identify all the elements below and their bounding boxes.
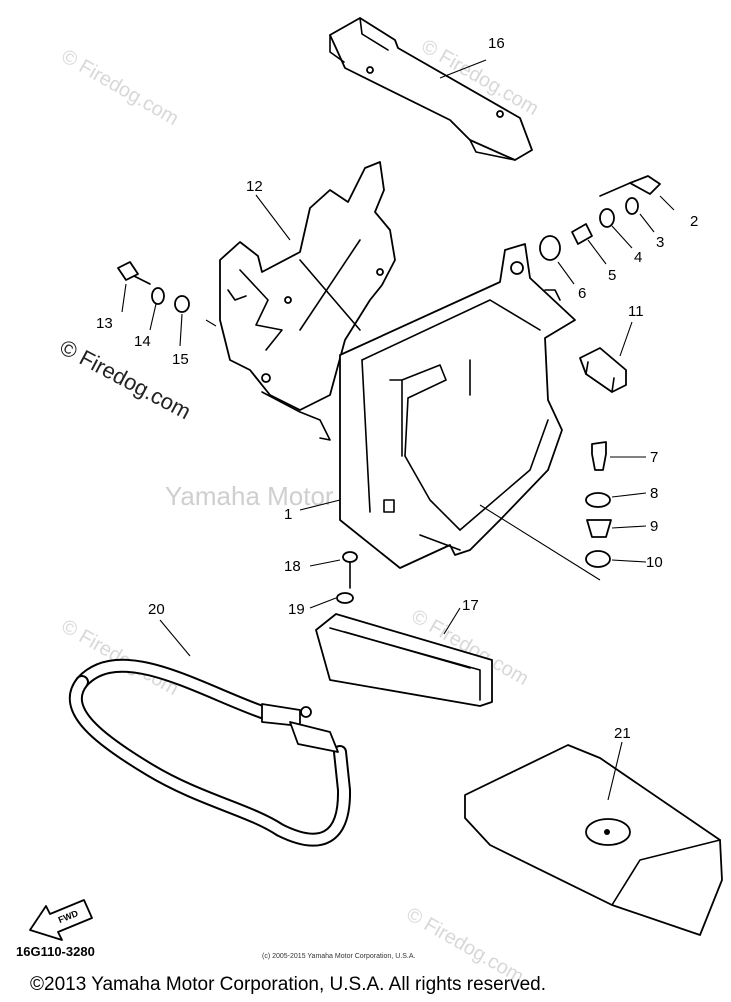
part-label-14: 14: [134, 333, 151, 350]
part-1-battery-box: [339, 243, 576, 569]
part-label-21: 21: [614, 725, 631, 742]
parts-18-19-hardware: [336, 551, 358, 604]
copyright-notice: ©2013 Yamaha Motor Corporation, U.S.A. A…: [30, 974, 546, 995]
part-label-1: 1: [284, 506, 292, 523]
part-label-10: 10: [646, 554, 663, 571]
part-label-9: 9: [650, 518, 658, 535]
part-6-grommet: [539, 235, 561, 261]
part-10-grommet: [585, 550, 611, 568]
part-label-13: 13: [96, 315, 113, 332]
part-21-cover: [464, 744, 723, 936]
small-copyright: (c) 2005-2015 Yamaha Motor Corporation, …: [262, 953, 415, 960]
part-3-washer: [625, 197, 639, 215]
watermark-firedog: © Firedog.com: [58, 45, 183, 130]
part-20-cable: [68, 658, 352, 847]
diagram-code: 16G110-3280: [16, 944, 95, 959]
part-label-15: 15: [172, 351, 189, 368]
part-label-5: 5: [608, 267, 616, 284]
part-label-2: 2: [690, 213, 698, 230]
leader-lines: [121, 59, 675, 801]
part-label-19: 19: [288, 601, 305, 618]
part-label-20: 20: [148, 601, 165, 618]
part-label-18: 18: [284, 558, 301, 575]
part-15-washer: [174, 295, 190, 313]
part-labels: 16 12 2 3 4 5 6 11 13 14 15 7 8 9 10 1 1…: [96, 35, 698, 742]
part-label-4: 4: [634, 249, 642, 266]
part-4-washer: [599, 208, 615, 228]
part-8-washer: [585, 492, 611, 508]
part-label-12: 12: [246, 178, 263, 195]
part-18-screw: [342, 551, 358, 563]
part-label-11: 11: [628, 303, 644, 320]
part-label-16: 16: [488, 35, 505, 52]
part-label-7: 7: [650, 449, 658, 466]
part-9-collar: [586, 519, 612, 538]
part-7-bolt: [591, 441, 607, 471]
part-label-17: 17: [462, 597, 479, 614]
part-label-8: 8: [650, 485, 658, 502]
part-2-bolt: [629, 175, 661, 195]
part-19-washer: [336, 592, 354, 604]
part-14-washer: [151, 287, 165, 305]
part-label-3: 3: [656, 234, 664, 251]
part-11-clip: [579, 347, 627, 393]
fwd-arrow: FWD: [29, 899, 93, 941]
part-17-tray: [315, 613, 493, 707]
part-13-bolt: [117, 261, 139, 281]
part-label-6: 6: [578, 285, 586, 302]
parts-7-10-hardware: [585, 441, 612, 568]
watermark-firedog-prominent: © Firedog.com: [56, 334, 195, 424]
part-16-bracket: [329, 17, 533, 161]
parts-2-6-hardware: [539, 175, 661, 261]
part-12-holder: [219, 161, 396, 441]
part-5-collar: [571, 223, 593, 245]
parts-13-15-hardware: [117, 261, 190, 313]
